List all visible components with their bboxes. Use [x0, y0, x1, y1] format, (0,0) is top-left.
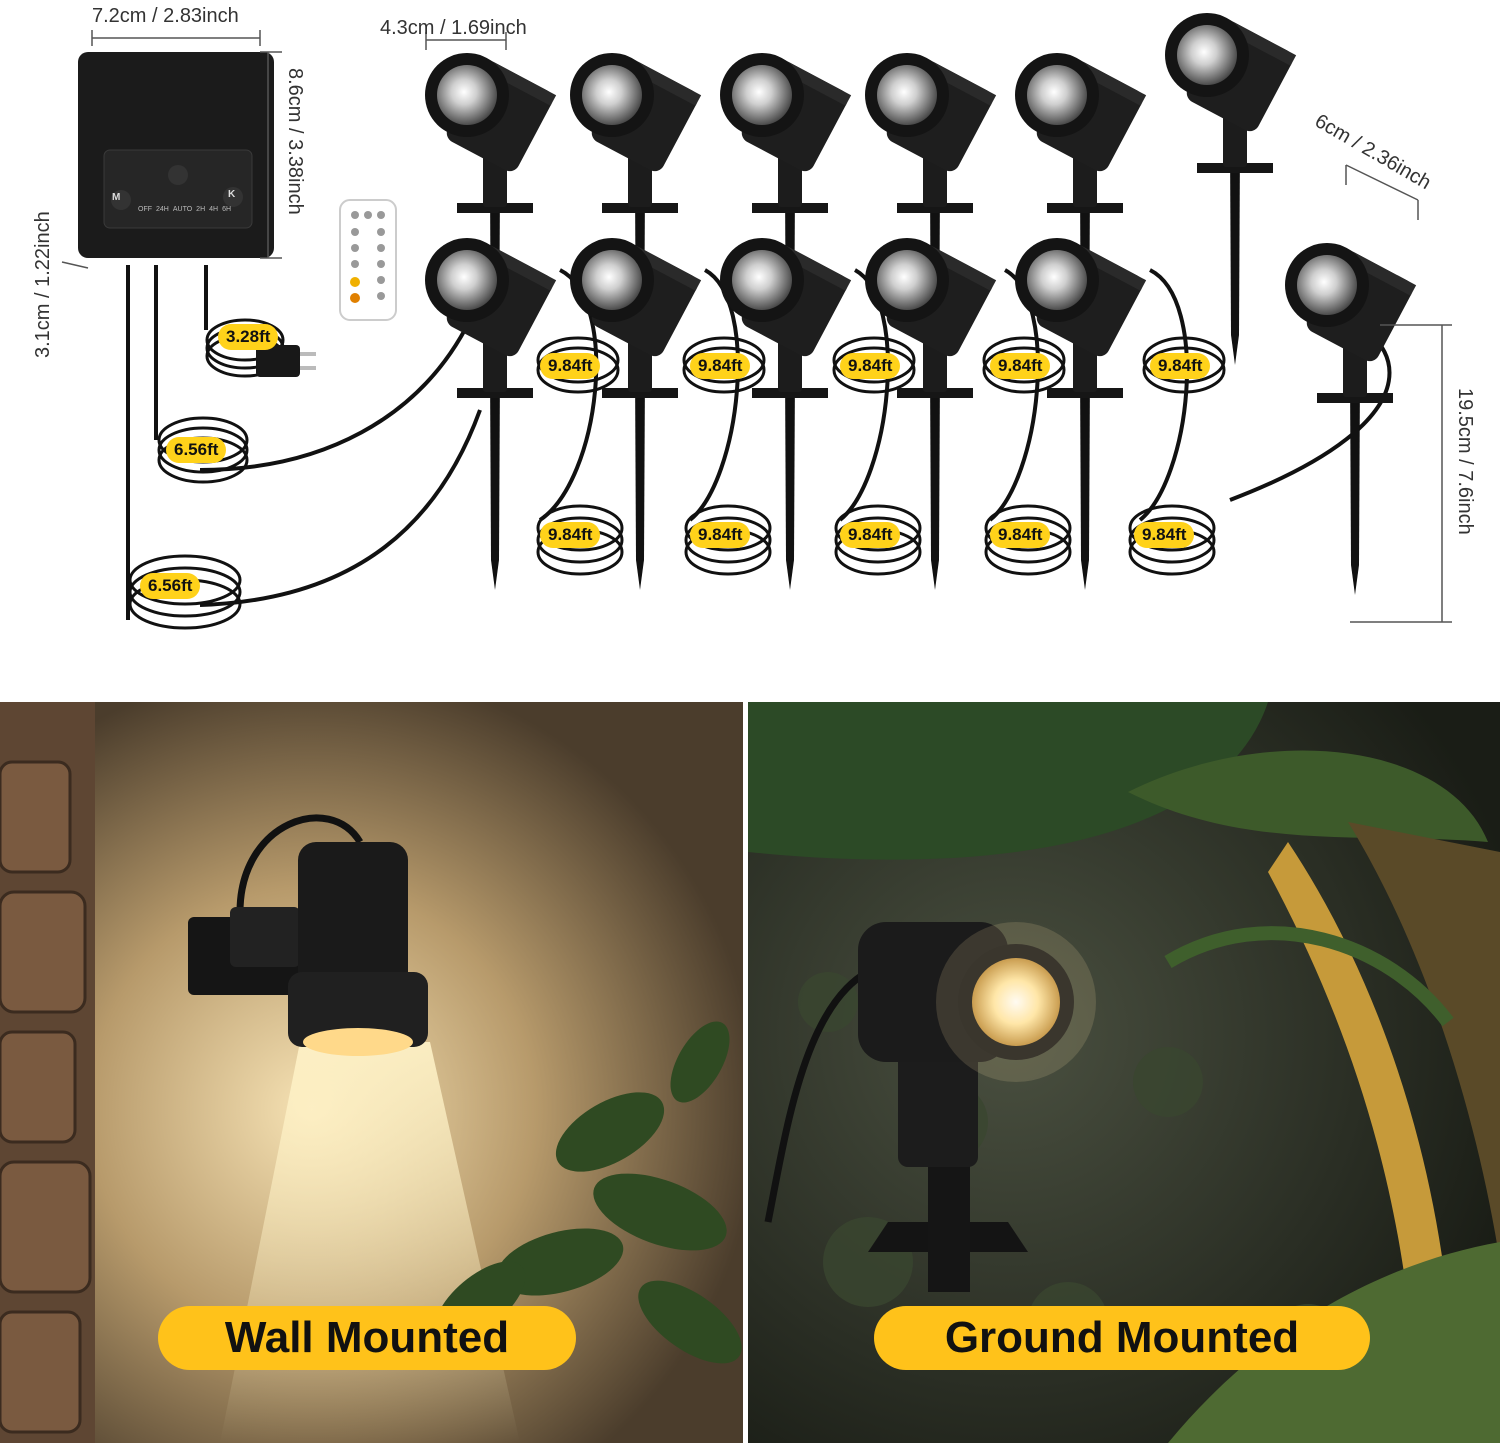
controller-height-label: 8.6cm / 3.38inch — [284, 68, 306, 215]
cable-tag-extension-2: 6.56ft — [140, 573, 201, 599]
cable-tag-upper-4: 9.84ft — [990, 353, 1051, 379]
ground-mounted-photo: Ground Mounted — [748, 702, 1500, 1443]
dimension-lines — [61, 30, 1452, 623]
mode-24h: 24H — [156, 206, 169, 213]
cable-tag-lower-5: 9.84ft — [1134, 522, 1195, 548]
cable-tag-lower-3: 9.84ft — [840, 522, 901, 548]
light-height-label: 19.5cm / 7.6inch — [1454, 388, 1476, 535]
cable-tag-lower-4: 9.84ft — [990, 522, 1051, 548]
controller-depth-label: 3.1cm / 1.22inch — [32, 211, 54, 358]
controller-button-k: K — [228, 189, 236, 200]
light-head-width-label: 4.3cm / 1.69inch — [380, 17, 527, 39]
cable-tag-upper-5: 9.84ft — [1150, 353, 1211, 379]
wall-light-fixture — [188, 814, 428, 1056]
ground-mounted-caption: Ground Mounted — [874, 1306, 1370, 1370]
wall-mounted-photo: Wall Mounted — [0, 702, 743, 1443]
cable-tag-lower-2: 9.84ft — [690, 522, 751, 548]
cable-coils — [128, 318, 1226, 630]
cable-tag-upper-2: 9.84ft — [690, 353, 751, 379]
mode-2h: 2H — [196, 206, 206, 213]
mode-off: OFF — [138, 206, 152, 213]
controller-width-label: 7.2cm / 2.83inch — [92, 5, 239, 27]
controller-button-m: M — [112, 192, 121, 203]
ground-light-fixture — [764, 922, 1096, 1292]
cable-tag-upper-1: 9.84ft — [540, 353, 601, 379]
product-illustration — [61, 13, 1452, 630]
mode-6h: 6H — [222, 206, 232, 213]
power-plug — [256, 345, 316, 377]
mode-4h: 4H — [209, 206, 219, 213]
spotlights-back-row — [425, 13, 1297, 405]
wall-mounted-caption: Wall Mounted — [158, 1306, 576, 1370]
controller-mode-labels: OFF 24H AUTO 2H 4H 6H — [138, 206, 231, 213]
controller-box — [78, 52, 274, 258]
cable-tag-upper-3: 9.84ft — [840, 353, 901, 379]
cable-tag-lower-1: 9.84ft — [540, 522, 601, 548]
product-diagram: 7.2cm / 2.83inch 8.6cm / 3.38inch 3.1cm … — [0, 0, 1500, 700]
cable-tag-plug: 3.28ft — [218, 324, 279, 350]
remote-control — [339, 199, 397, 321]
mode-auto: AUTO — [172, 206, 193, 213]
cable-tag-extension-1: 6.56ft — [166, 437, 227, 463]
